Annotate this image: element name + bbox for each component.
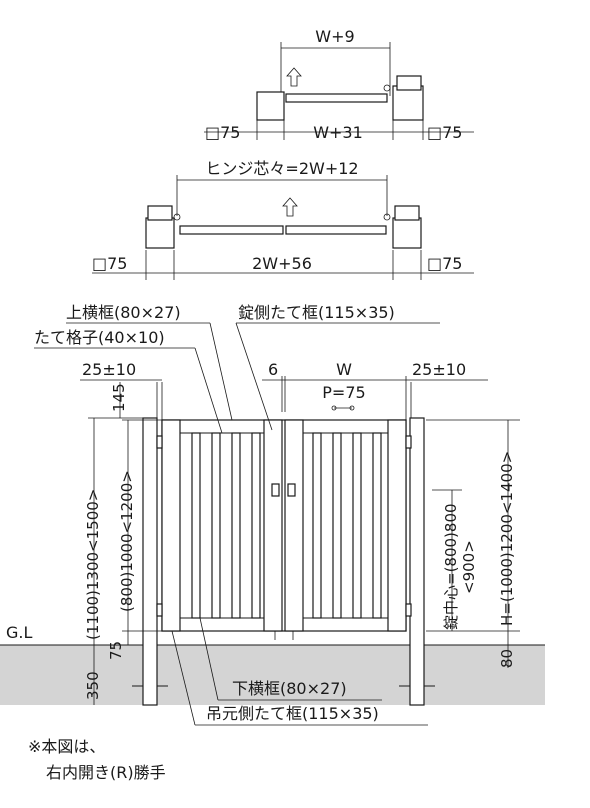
post-right-top <box>392 85 424 121</box>
plan-single: W+9 □75 W+31 □75 <box>204 27 474 142</box>
top-rail-label: 上横框(80×27) <box>66 303 181 322</box>
ground-area <box>0 645 545 705</box>
gate-outer-frame <box>161 419 407 632</box>
dim-w-plus-9: W+9 <box>315 27 354 46</box>
post-left-top <box>256 91 285 121</box>
elevation: G.L <box>0 303 545 726</box>
dim-75: 75 <box>107 641 125 660</box>
lock-stile-right <box>284 419 304 632</box>
dim-post-left-double: □75 <box>92 254 127 273</box>
handle-left <box>271 483 280 497</box>
dim-h: H=(1000)1200<1400> <box>498 451 516 626</box>
dim-w-plus-31: W+31 <box>313 123 363 142</box>
gap-right-label: 25±10 <box>412 360 466 379</box>
slats-left <box>191 432 261 619</box>
dim-hinge-center: ヒンジ芯々=2W+12 <box>205 159 358 178</box>
leaf-right-double <box>285 225 387 235</box>
gl-label: G.L <box>6 623 32 642</box>
handle-right <box>287 483 296 497</box>
note-line-2: 右内開き(R)勝手 <box>46 763 166 782</box>
open-arrow-icon-double <box>282 197 298 217</box>
hinge-stile-left <box>161 419 181 632</box>
post-left-double <box>145 217 175 249</box>
six-label: 6 <box>268 360 278 379</box>
dim-145: 145 <box>110 383 128 412</box>
w-label: W <box>336 360 352 379</box>
post-right-double <box>392 217 422 249</box>
note: ※本図は、 右内開き(R)勝手 <box>28 737 166 782</box>
slat-label: たて格子(40×10) <box>34 328 165 347</box>
dim-post-left-top: □75 <box>205 123 240 142</box>
dim-2w-plus-56: 2W+56 <box>252 254 312 273</box>
dim-post-right-double: □75 <box>427 254 462 273</box>
p-label: P=75 <box>322 383 365 402</box>
dim-80: 80 <box>498 649 516 668</box>
lock-stile-left <box>263 419 283 632</box>
leaf-top <box>285 93 388 103</box>
post-left <box>142 417 158 706</box>
dim-lock-center: 錠中心=(800)800 <box>442 503 460 630</box>
leaf-left-double <box>179 225 284 235</box>
plan-double: ヒンジ芯々=2W+12 □75 2W+56 □75 <box>92 159 474 280</box>
dim-350: 350 <box>84 671 102 700</box>
hinge-stile-right <box>387 419 407 632</box>
open-arrow-icon <box>286 67 302 87</box>
post-right <box>409 417 425 706</box>
slats-right <box>312 432 382 619</box>
bottom-rail-label: 下横框(80×27) <box>232 679 347 698</box>
note-line-1: ※本図は、 <box>28 737 105 756</box>
dim-left-heights: (1100)1300<1500> <box>84 489 102 640</box>
dim-lock-center-alt: <900> <box>460 540 478 594</box>
gap-left-label: 25±10 <box>82 360 136 379</box>
dim-left-inner: (800)1000<1200> <box>118 470 136 612</box>
lock-stile-label: 錠側たて框(115×35) <box>238 303 395 322</box>
dim-post-right-top: □75 <box>427 123 462 142</box>
hinge-stile-label: 吊元側たて框(115×35) <box>206 704 379 723</box>
